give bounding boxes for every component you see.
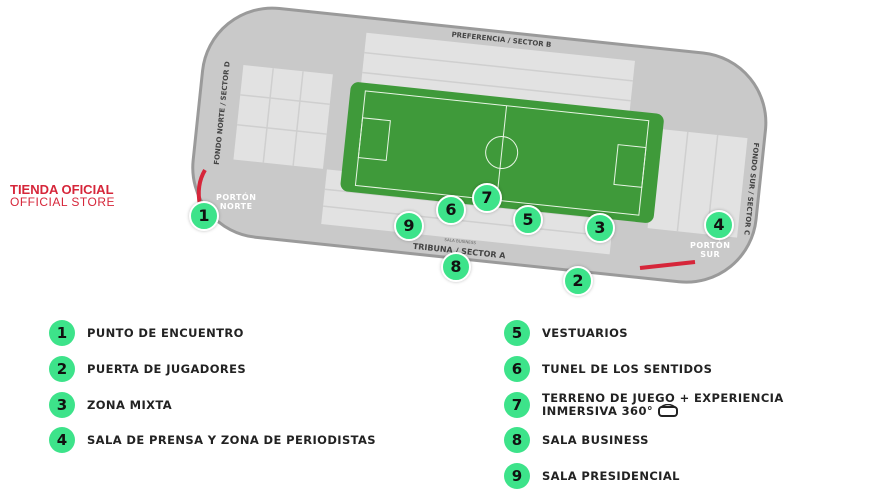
legend-number: 4	[49, 427, 75, 453]
map-marker-8[interactable]: 8	[441, 252, 471, 282]
stadium-map: PREFERENCIA / SECTOR B TRIBUNA / SECTOR …	[191, 6, 768, 284]
stand-north	[233, 65, 333, 169]
south-gate-marker	[639, 260, 696, 270]
legend-label: PUERTA DE JUGADORES	[87, 362, 247, 376]
map-marker-3[interactable]: 3	[585, 213, 615, 243]
legend-item-1: 1 PUNTO DE ENCUENTRO	[49, 320, 244, 346]
legend-number: 1	[49, 320, 75, 346]
legend-label: TUNEL DE LOS SENTIDOS	[542, 362, 713, 376]
legend-label: SALA PRESIDENCIAL	[542, 469, 680, 483]
legend-number: 6	[504, 356, 530, 382]
store-subtitle: OFFICIAL STORE	[10, 195, 116, 209]
legend-item-3: 3 ZONA MIXTA	[49, 392, 173, 418]
legend-item-7: 7 TERRENO DE JUEGO + EXPERIENCIA INMERSI…	[504, 391, 784, 418]
legend-label-line2: INMERSIVA 360°	[542, 404, 653, 418]
map-marker-5[interactable]: 5	[513, 205, 543, 235]
legend-number: 2	[49, 356, 75, 382]
map-marker-2[interactable]: 2	[563, 266, 593, 296]
sala-business-small-label: SALA BUSINESS	[444, 237, 476, 245]
gate-south-label: PORTÓN SUR	[690, 241, 731, 259]
legend-number: 9	[504, 463, 530, 489]
legend-label: SALA DE PRENSA Y ZONA DE PERIODISTAS	[87, 433, 376, 447]
map-marker-1[interactable]: 1	[189, 201, 219, 231]
map-marker-6[interactable]: 6	[436, 195, 466, 225]
legend-number: 5	[504, 320, 530, 346]
legend-number: 3	[49, 392, 75, 418]
legend-label: ZONA MIXTA	[87, 398, 173, 412]
store-title: TIENDA OFICIAL	[10, 182, 114, 197]
legend-label: VESTUARIOS	[542, 326, 628, 340]
map-marker-4[interactable]: 4	[704, 210, 734, 240]
legend-item-5: 5 VESTUARIOS	[504, 320, 628, 346]
legend-label: TERRENO DE JUEGO + EXPERIENCIA	[542, 391, 784, 405]
legend-label: SALA BUSINESS	[542, 433, 649, 447]
map-marker-9[interactable]: 9	[394, 211, 424, 241]
legend-number: 8	[504, 427, 530, 453]
legend-item-8: 8 SALA BUSINESS	[504, 427, 649, 453]
vr-headset-icon	[658, 404, 678, 417]
map-marker-7[interactable]: 7	[472, 183, 502, 213]
legend-item-9: 9 SALA PRESIDENCIAL	[504, 463, 680, 489]
legend-item-4: 4 SALA DE PRENSA Y ZONA DE PERIODISTAS	[49, 427, 376, 453]
legend-label: PUNTO DE ENCUENTRO	[87, 326, 244, 340]
official-store-label[interactable]: TIENDA OFICIAL OFFICIAL STORE	[10, 183, 115, 209]
legend-item-2: 2 PUERTA DE JUGADORES	[49, 356, 247, 382]
gate-north-label: PORTÓN NORTE	[216, 193, 257, 211]
legend-item-6: 6 TUNEL DE LOS SENTIDOS	[504, 356, 713, 382]
legend-number: 7	[504, 392, 530, 418]
